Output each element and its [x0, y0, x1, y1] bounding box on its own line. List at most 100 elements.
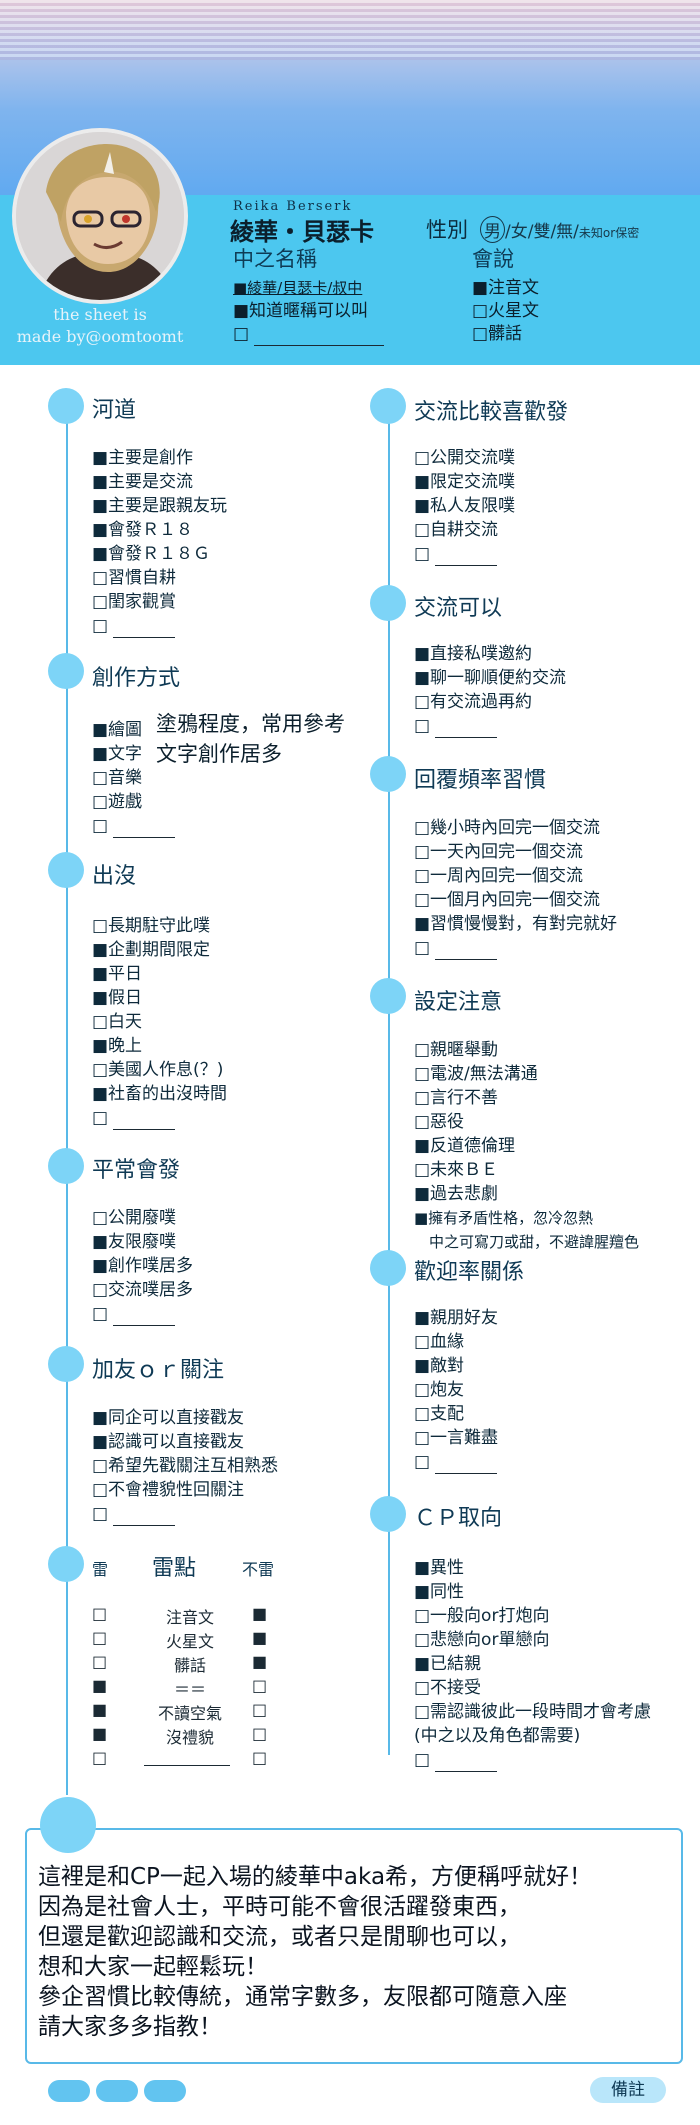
list-item: ■假日 — [92, 988, 143, 1008]
section-title-setting: 設定注意 — [414, 990, 503, 1015]
list-item: □血緣 — [414, 1332, 465, 1352]
table-row: ■不讀空氣□ — [92, 1700, 268, 1723]
intro-dot — [40, 1797, 96, 1853]
section-dot — [370, 1496, 406, 1532]
list-item: ■創作噗居多 — [92, 1256, 194, 1276]
intro-line: 這裡是和CP一起入場的綾華中aka希，方便稱呼就好！ — [38, 1864, 593, 1890]
list-item: □悲戀向or單戀向 — [414, 1630, 550, 1650]
cn-name-item: □ — [233, 323, 385, 346]
character-avatar — [12, 128, 188, 304]
list-item: □一周內回完一個交流 — [414, 866, 584, 886]
section-dot — [370, 756, 406, 792]
list-item: □親暱舉動 — [414, 1040, 499, 1060]
list-item: ■文字 — [92, 744, 143, 764]
list-item: □ — [92, 614, 227, 638]
section-setting-items: □親暱舉動 □電波/無法溝通 □言行不善 □惡役 ■反道德倫理 □未來ＢＥ ■過… — [414, 1038, 639, 1254]
cn-name-title: 中之名稱 — [233, 247, 317, 271]
mine-label-yes: 雷 — [92, 1560, 109, 1579]
intro-line: 因為是社會人士，平時可能不會很活躍發東西， — [38, 1894, 521, 1920]
section-title-reply: 回覆頻率習慣 — [414, 768, 547, 793]
section-title-friend: 加友ｏｒ關注 — [92, 1358, 225, 1383]
section-cp-items: ■異性 ■同性 □一般向or打炮向 □悲戀向or單戀向 ■已結親 □不接受 □需… — [414, 1556, 651, 1772]
decor-pill — [96, 2080, 138, 2102]
gender-selected: 男 — [480, 216, 505, 243]
decor-pill — [48, 2080, 90, 2102]
list-item: □一天內回完一個交流 — [414, 842, 584, 862]
section-timeline-items: ■主要是創作 ■主要是交流 ■主要是跟親友玩 ■會發Ｒ１８ ■會發Ｒ１８Ｇ □習… — [92, 446, 227, 638]
list-item: □公開廢噗 — [92, 1208, 177, 1228]
list-item: ■習慣慢慢對，有對完就好 — [414, 914, 618, 934]
language-item: □火星文 — [472, 301, 540, 321]
intro-line: 但還是歡迎認識和交流，或者只是閒聊也可以， — [38, 1924, 521, 1950]
list-item: □ — [92, 1302, 193, 1326]
list-item: □ — [92, 1106, 227, 1130]
table-row: □髒話■ — [92, 1652, 268, 1675]
credit-line-1: the sheet is — [53, 305, 147, 324]
list-item: ■平日 — [92, 964, 143, 984]
list-item: (中之以及角色都需要) — [414, 1726, 581, 1746]
section-title-exchange-post: 交流比較喜歡發 — [414, 400, 569, 425]
section-posts-items: □公開廢噗 ■友限廢噗 ■創作噗居多 □交流噗居多 □ — [92, 1206, 193, 1326]
list-item: ■聊一聊順便約交流 — [414, 668, 567, 688]
character-romaji: Reika Berserk — [233, 199, 353, 214]
section-dot — [370, 388, 406, 424]
section-title-timeline: 河道 — [92, 398, 137, 423]
list-item: □遊戲 — [92, 792, 143, 812]
list-item: □電波/無法溝通 — [414, 1064, 538, 1084]
section-title-creation: 創作方式 — [92, 666, 181, 691]
language-item: □髒話 — [472, 324, 523, 344]
avatar-portrait-icon — [16, 132, 184, 300]
section-dot — [48, 388, 84, 424]
list-item: ■已結親 — [414, 1654, 482, 1674]
section-dot — [48, 653, 84, 689]
section-title-active: 出沒 — [92, 864, 137, 889]
section-reply-items: □幾小時內回完一個交流 □一天內回完一個交流 □一周內回完一個交流 □一個月內回… — [414, 816, 617, 960]
list-item: □幾小時內回完一個交流 — [414, 818, 601, 838]
gender-field: 性別男/女/雙/無/未知or保密 — [426, 214, 639, 244]
section-exchange-post-items: □公開交流噗 ■限定交流噗 ■私人友限噗 □自耕交流 □ — [414, 446, 515, 566]
intro-box — [25, 1828, 683, 2064]
list-item: ■會發Ｒ１８ — [92, 520, 194, 540]
table-row: □注音文■ — [92, 1604, 268, 1627]
section-dot — [48, 1148, 84, 1184]
list-item: ■繪圖 — [92, 720, 143, 740]
list-item: □不接受 — [414, 1678, 482, 1698]
table-row: □□ — [92, 1748, 268, 1767]
section-active-items: □長期駐守此噗 ■企劃期間限定 ■平日 ■假日 □白天 ■晚上 □美國人作息(？… — [92, 914, 227, 1130]
section-dot — [370, 978, 406, 1014]
list-item: ■敵對 — [414, 1356, 465, 1376]
list-item: □ — [414, 714, 566, 738]
list-item: ■企劃期間限定 — [92, 940, 211, 960]
table-row: □火星文■ — [92, 1628, 268, 1651]
section-relation-items: ■親朋好友 □血緣 ■敵對 □炮友 □支配 □一言難盡 □ — [414, 1306, 498, 1474]
list-item: ■私人友限噗 — [414, 496, 516, 516]
list-item: ■擁有矛盾性格，忽冷忽熱 — [414, 1209, 594, 1227]
list-item: □炮友 — [414, 1380, 465, 1400]
list-item: □ — [414, 542, 515, 566]
mines-table: □注音文■ □火星文■ □髒話■ ■＝＝□ ■不讀空氣□ ■沒禮貌□ □□ — [92, 1604, 352, 1784]
list-item: 中之可寫刀或甜，不避諱腥羶色 — [414, 1233, 640, 1251]
list-item: □ — [414, 1450, 498, 1474]
language-title: 會說 — [472, 247, 514, 271]
right-timeline — [388, 405, 390, 1755]
list-item: □音樂 — [92, 768, 143, 788]
cn-name-item: ■知道暱稱可以叫 — [233, 301, 369, 321]
list-item: □ — [414, 936, 617, 960]
list-item: □交流噗居多 — [92, 1280, 194, 1300]
cn-name-block: 中之名稱 ■綾華/貝瑟卡/叔中 ■知道暱稱可以叫 □ — [233, 247, 385, 346]
section-dot — [48, 1346, 84, 1382]
intro-text: 這裡是和CP一起入場的綾華中aka希，方便稱呼就好！ 因為是社會人士，平時可能不… — [38, 1862, 592, 2042]
memo-badge: 備註 — [590, 2077, 666, 2103]
language-item: ■注音文 — [472, 278, 540, 298]
section-dot — [370, 585, 406, 621]
decor-pill — [144, 2080, 186, 2102]
list-item: ■直接私噗邀約 — [414, 644, 533, 664]
list-item: □閨家觀賞 — [92, 592, 177, 612]
list-item: ■主要是交流 — [92, 472, 194, 492]
list-item: □希望先戳關注互相熟悉 — [92, 1456, 279, 1476]
creation-note-drawing: 塗鴉程度，常用參考 — [156, 712, 345, 736]
list-item: □一個月內回完一個交流 — [414, 890, 601, 910]
list-item: □有交流過再約 — [414, 692, 533, 712]
gender-label: 性別 — [426, 218, 468, 242]
list-item: □美國人作息(？) — [92, 1060, 224, 1080]
